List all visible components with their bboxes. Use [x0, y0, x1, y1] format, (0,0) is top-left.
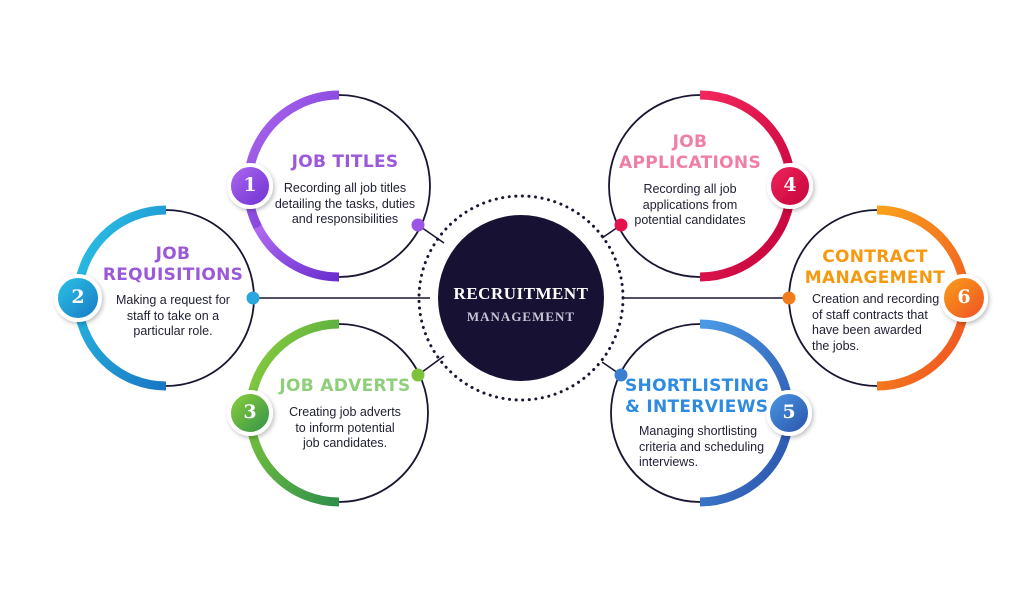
step-3-title: JOB ADVERTS: [279, 376, 411, 396]
step-4-text: JOB APPLICATIONS Recording all job appli…: [615, 132, 765, 229]
step-3-number: 3: [243, 401, 257, 423]
step-6-desc-line: have been awarded: [812, 323, 922, 337]
step-6-number: 6: [957, 286, 971, 308]
step-1-badge: [227, 163, 273, 209]
step-6-title: CONTRACT MANAGEMENT: [800, 247, 950, 289]
step-2-desc-line: particular role.: [133, 324, 213, 338]
step-3-desc-line: to inform potential: [295, 420, 395, 435]
step-6-desc-line: the jobs.: [812, 338, 860, 353]
step-4-number: 4: [783, 174, 797, 196]
step-2-dot: [246, 291, 260, 305]
step-4-desc-line: applications from: [642, 197, 738, 212]
step-6-title-line: CONTRACT: [822, 247, 928, 267]
step-1-dot: [411, 218, 425, 232]
step-4-badge: [767, 163, 813, 209]
step-4-title-line: APPLICATIONS: [619, 153, 761, 173]
step-5-description: Managing shortlisting criteria and sched…: [625, 424, 771, 471]
step-4-ring: [608, 90, 813, 282]
step-2-text: JOB REQUISITIONS Making a request for st…: [98, 244, 248, 340]
step-4-title-line: JOB: [672, 132, 708, 152]
step-5-dot: [614, 368, 628, 382]
step-1-description: Recording all job titles detailing the t…: [270, 181, 420, 228]
step-2-desc-line: Making a request for: [116, 293, 230, 307]
step-6-ring: [782, 205, 988, 391]
step-3-ring: [227, 319, 429, 507]
step-4-title: JOB APPLICATIONS: [615, 132, 765, 174]
step-6-desc-line: Creation and recording: [812, 292, 940, 306]
step-6-title-line: MANAGEMENT: [804, 268, 946, 288]
step-5-title-line: SHORTLISTING: [625, 376, 769, 396]
step-5-title-line: & INTERVIEWS: [625, 397, 769, 417]
step-3-description: Creating job adverts to inform potential…: [268, 405, 422, 452]
step-3-desc-line: Creating job adverts: [289, 405, 401, 419]
step-2-description: Making a request for staff to take on a …: [98, 293, 248, 340]
step-3-dot: [411, 368, 425, 382]
step-1-number: 1: [243, 174, 257, 196]
step-5-ring: [610, 319, 812, 507]
step-3-desc-line: job candidates.: [302, 436, 388, 450]
step-2-title-line: JOB: [155, 244, 191, 264]
step-1-ring: [227, 90, 431, 282]
step-4-desc-line: Recording all job: [643, 182, 737, 196]
step-5-number: 5: [782, 401, 796, 423]
step-1-desc-line: and responsibilities: [291, 212, 399, 226]
step-3-text: JOB ADVERTS Creating job adverts to info…: [268, 376, 422, 452]
step-5-title: SHORTLISTING & INTERVIEWS: [625, 376, 771, 418]
step-6-dot: [782, 291, 796, 305]
center-subtitle: MANAGEMENT: [466, 309, 576, 324]
step-2-desc-line: staff to take on a: [126, 308, 220, 323]
step-6-desc-line: of staff contracts that: [812, 307, 928, 322]
center-circle: [438, 215, 604, 381]
step-1-desc-line: detailing the tasks, duties: [274, 196, 416, 211]
step-2-ring: [54, 205, 260, 391]
step-6-description: Creation and recording of staff contract…: [800, 292, 950, 354]
step-5-desc-line: criteria and scheduling: [639, 439, 765, 454]
step-1-title: JOB TITLES: [291, 152, 399, 172]
step-5-badge: [766, 390, 812, 436]
step-2-badge: [54, 274, 102, 322]
step-5-text: SHORTLISTING & INTERVIEWS Managing short…: [625, 376, 771, 471]
step-1-desc-line: Recording all job titles: [283, 181, 407, 195]
step-4-description: Recording all job applications from pote…: [615, 182, 765, 229]
step-5-desc-line: interviews.: [639, 455, 699, 469]
step-4-dot: [614, 218, 628, 232]
step-3-badge: [227, 390, 273, 436]
step-5-desc-line: Managing shortlisting: [639, 424, 758, 438]
step-1-text: JOB TITLES Recording all job titles deta…: [270, 152, 420, 228]
center-dotted-ring: [417, 194, 625, 402]
step-2-number: 2: [71, 286, 85, 308]
step-2-title-line: REQUISITIONS: [102, 265, 244, 285]
step-6-badge: [940, 274, 988, 322]
step-2-title: JOB REQUISITIONS: [98, 244, 248, 286]
center-title: RECRUITMENT: [453, 284, 589, 303]
step-4-desc-line: potential candidates: [634, 213, 746, 227]
step-6-text: CONTRACT MANAGEMENT Creation and recordi…: [800, 247, 950, 354]
